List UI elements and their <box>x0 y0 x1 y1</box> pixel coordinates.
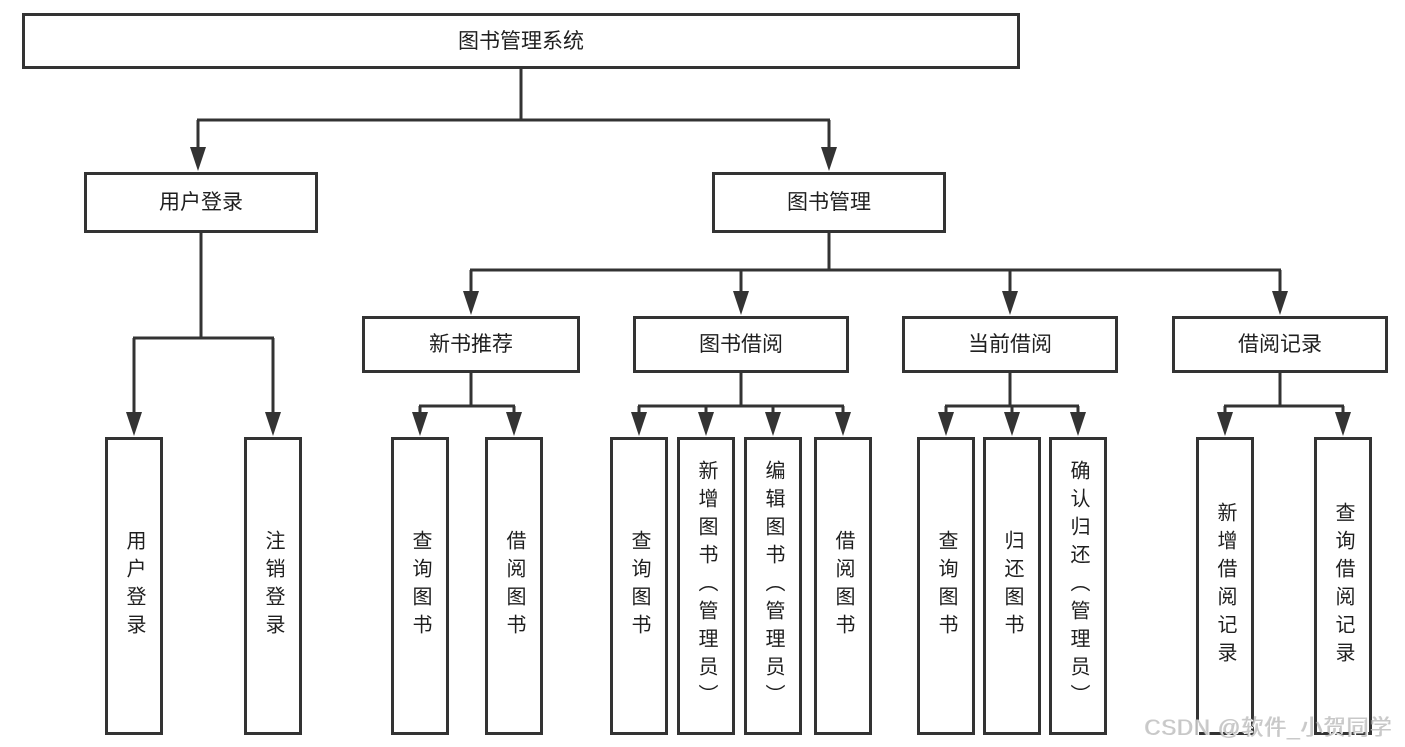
leaf-confirm-return-admin: 确认归还（管理员） <box>1049 437 1107 735</box>
leaf-query-borrow-record: 查询借阅记录 <box>1314 437 1372 735</box>
node-current-borrowing: 当前借阅 <box>902 316 1118 373</box>
node-label: 借阅图书 <box>503 530 525 642</box>
node-borrowing-records: 借阅记录 <box>1172 316 1388 373</box>
leaf-query-books-borrowing: 查询图书 <box>610 437 668 735</box>
node-label: 当前借阅 <box>968 333 1052 356</box>
leaf-query-books-current: 查询图书 <box>917 437 975 735</box>
node-root-system: 图书管理系统 <box>22 13 1020 69</box>
node-label: 新增图书（管理员） <box>695 460 717 712</box>
leaf-query-books-recommend: 查询图书 <box>391 437 449 735</box>
node-label: 查询图书 <box>409 530 431 642</box>
node-label: 借阅图书 <box>832 530 854 642</box>
node-label: 查询图书 <box>628 530 650 642</box>
leaf-return-books: 归还图书 <box>983 437 1041 735</box>
node-label: 用户登录 <box>159 191 243 214</box>
node-label: 确认归还（管理员） <box>1067 460 1089 712</box>
leaf-borrow-books-recommend: 借阅图书 <box>485 437 543 735</box>
node-label: 图书管理系统 <box>458 29 584 53</box>
leaf-logout: 注销登录 <box>244 437 302 735</box>
node-label: 查询图书 <box>935 530 957 642</box>
node-book-management: 图书管理 <box>712 172 946 233</box>
node-new-book-recommend: 新书推荐 <box>362 316 580 373</box>
node-label: 图书借阅 <box>699 333 783 356</box>
node-label: 归还图书 <box>1001 530 1023 642</box>
node-book-borrowing: 图书借阅 <box>633 316 849 373</box>
node-label: 借阅记录 <box>1238 333 1322 356</box>
node-label: 新增借阅记录 <box>1214 502 1236 670</box>
node-label: 编辑图书（管理员） <box>762 460 784 712</box>
csdn-watermark: CSDN @软件_小贺同学 <box>1144 715 1393 740</box>
leaf-borrow-books-borrowing: 借阅图书 <box>814 437 872 735</box>
leaf-add-books-admin: 新增图书（管理员） <box>677 437 735 735</box>
node-label: 用户登录 <box>123 530 145 642</box>
leaf-edit-books-admin: 编辑图书（管理员） <box>744 437 802 735</box>
leaf-user-login: 用户登录 <box>105 437 163 735</box>
leaf-add-borrow-record: 新增借阅记录 <box>1196 437 1254 735</box>
node-label: 图书管理 <box>787 191 871 214</box>
node-user-login: 用户登录 <box>84 172 318 233</box>
node-label: 注销登录 <box>262 530 284 642</box>
node-label: 新书推荐 <box>429 333 513 356</box>
node-label: 查询借阅记录 <box>1332 502 1354 670</box>
